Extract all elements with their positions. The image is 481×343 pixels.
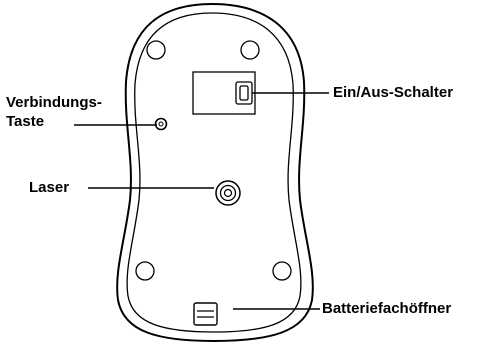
laser-sensor-ring	[215, 180, 241, 206]
connect-button	[154, 117, 168, 131]
foot-top-left	[146, 40, 166, 60]
label-connect-line1: Verbindungs-	[6, 94, 102, 111]
mouse-outer-outline	[116, 2, 314, 343]
power-switch-knob	[239, 85, 249, 101]
laser-sensor-lens	[223, 188, 233, 198]
foot-top-right	[240, 40, 260, 60]
battery-latch	[193, 302, 218, 326]
label-connect-button: Verbindungs- Taste	[6, 93, 102, 131]
foot-bottom-left	[135, 261, 155, 281]
label-power-switch: Ein/Aus-Schalter	[333, 84, 454, 101]
label-battery-opener: Batteriefachöffner	[322, 300, 452, 317]
label-laser: Laser	[29, 179, 70, 196]
mouse-inner-outline	[126, 12, 302, 333]
laser-sensor-inner-ring	[219, 184, 237, 202]
label-connect-line2: Taste	[6, 113, 45, 130]
power-switch-frame	[235, 81, 253, 105]
foot-bottom-right	[272, 261, 292, 281]
connect-button-center	[158, 121, 164, 127]
